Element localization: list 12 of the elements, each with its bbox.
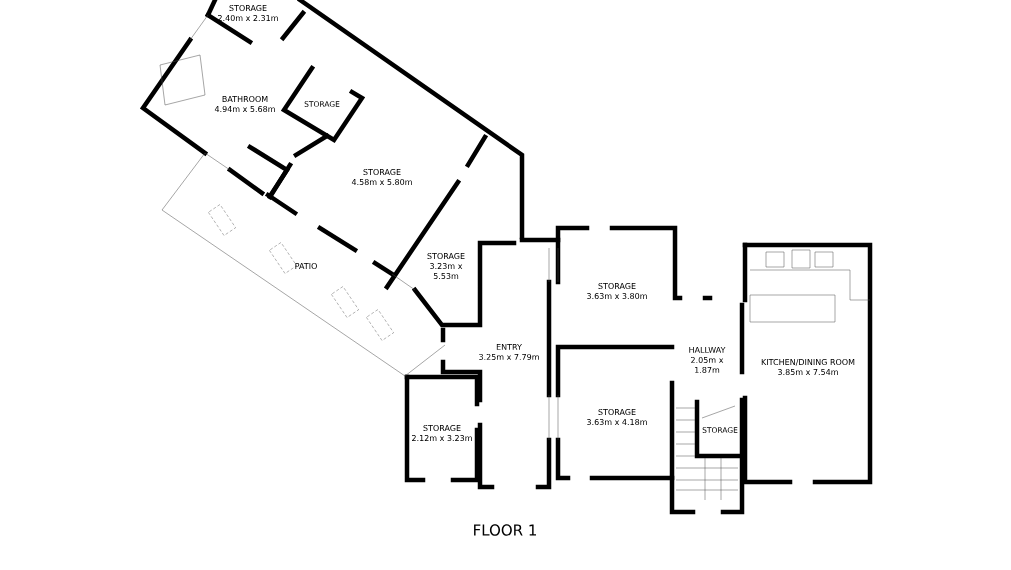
room-label: STORAGE 3.23m x 5.53m bbox=[427, 252, 465, 280]
room-label: PATIO bbox=[295, 262, 317, 270]
room-label: STORAGE 4.58m x 5.80m bbox=[351, 168, 412, 185]
room-label: KITCHEN/DINING ROOM 3.85m x 7.54m bbox=[761, 358, 855, 376]
room-label: BATHROOM 4.94m x 5.68m bbox=[214, 95, 275, 112]
room-label: STORAGE 2.12m x 3.23m bbox=[412, 424, 472, 442]
room-label: STORAGE 2.40m x 2.31m bbox=[218, 4, 278, 21]
room-label: HALLWAY 2.05m x 1.87m bbox=[689, 347, 726, 373]
room-label: ENTRY 3.25m x 7.79m bbox=[479, 344, 539, 360]
room-label: STORAGE 3.63m x 3.80m bbox=[587, 282, 647, 300]
floor-title: FLOOR 1 bbox=[474, 524, 536, 536]
room-label: STORAGE 3.63m x 4.18m bbox=[587, 408, 647, 426]
